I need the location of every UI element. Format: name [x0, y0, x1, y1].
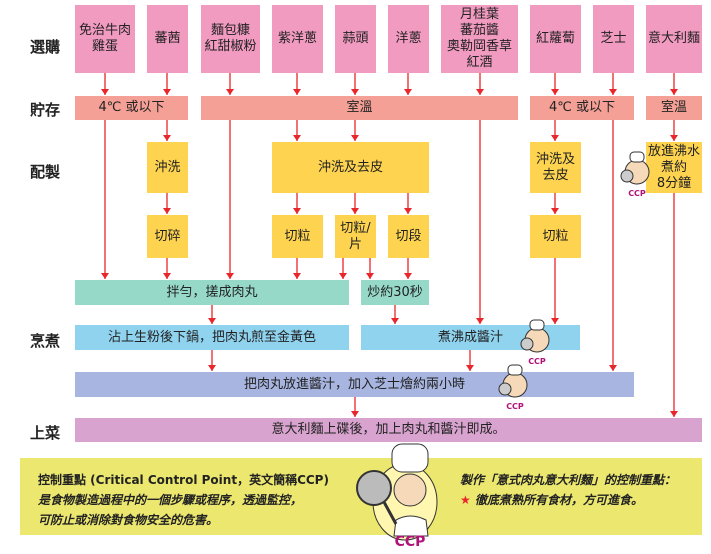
svg-text:CCP: CCP	[528, 357, 546, 366]
row-label-prep: 配製	[30, 163, 61, 181]
svg-text:CCP: CCP	[628, 189, 646, 198]
svg-text:CCP: CCP	[506, 402, 524, 411]
step-stir-fry: 炒約30秒	[361, 280, 429, 305]
ingredient-pasta: 意大利麵	[646, 5, 702, 73]
step-mix-meatballs: 拌勻，搓成肉丸	[75, 280, 349, 305]
prep-rinse-peel: 沖洗及去皮	[272, 142, 429, 193]
ingredient-red-onion: 紫洋蔥	[272, 5, 323, 73]
prep-rinse: 沖洗	[147, 142, 188, 193]
star-icon: ★	[460, 493, 471, 507]
ingredient-onion: 洋蔥	[388, 5, 429, 73]
ccp-info-panel: 控制重點 (Critical Control Point，英文簡稱CCP) 是食…	[20, 458, 702, 535]
ccp-definition-line2: 可防止或消除對食物安全的危害。	[38, 513, 219, 527]
ccp-definition-line1: 是食物製造過程中的一個步驟或程序，透過監控，	[38, 493, 303, 507]
prep-cut-onion: 切段	[388, 215, 429, 258]
step-fry-meatballs: 沾上生粉後下鍋，把肉丸煎至金黃色	[75, 325, 349, 350]
ingredient-breadcrumbs-paprika: 麵包糠 紅甜椒粉	[201, 5, 260, 73]
ccp-recipe-point: ★ 徹底煮熟所有食材，方可進食。	[460, 490, 643, 510]
ccp-point-text: 徹底煮熟所有食材，方可進食。	[474, 493, 643, 507]
prep-dice-carrot: 切粒	[530, 215, 581, 258]
ccp-recipe-title: 製作「意式肉丸意大利麵」的控制重點：	[460, 473, 677, 487]
row-label-cook: 烹煮	[30, 332, 61, 350]
ingredient-beef-egg: 免治牛肉 雞蛋	[75, 5, 135, 73]
prep-rinse-peel-carrot: 沖洗及 去皮	[530, 142, 581, 193]
ccp-chef-icon: CCP	[620, 150, 654, 202]
storage-chilled-2: 4℃ 或以下	[530, 96, 634, 120]
ingredient-carrot: 紅蘿蔔	[530, 5, 581, 73]
row-label-serve: 上菜	[30, 424, 61, 442]
prep-dice-red-onion: 切粒	[272, 215, 323, 258]
step-simmer: 把肉丸放進醬汁，加入芝士燴約兩小時	[75, 372, 634, 397]
step-serve: 意大利麵上碟後，加上肉丸和醬汁即成。	[75, 418, 702, 442]
ccp-chef-large-icon: CCP	[350, 440, 450, 554]
prep-chop: 切碎	[147, 215, 188, 258]
row-label-select: 選購	[30, 38, 61, 56]
svg-text:CCP: CCP	[395, 534, 426, 550]
ingredient-parsley: 蕃茜	[147, 5, 188, 73]
storage-room-temp-2: 室溫	[646, 96, 702, 120]
storage-chilled-1: 4℃ 或以下	[75, 96, 188, 120]
ingredient-sauce-herbs: 月桂葉 蕃茄醬 奧勒岡香草 紅酒	[441, 5, 518, 73]
ccp-chef-icon: CCP	[520, 318, 554, 370]
storage-room-temp-1: 室溫	[201, 96, 518, 120]
prep-boil-pasta: 放進沸水 煮約 8分鐘	[646, 142, 702, 193]
ccp-definition-title: 控制重點 (Critical Control Point，英文簡稱CCP)	[38, 473, 329, 487]
flow-arrows	[101, 73, 678, 417]
ingredient-garlic: 蒜頭	[335, 5, 376, 73]
row-label-store: 貯存	[30, 101, 61, 119]
ccp-chef-icon: CCP	[498, 363, 532, 415]
ingredient-cheese: 芝士	[593, 5, 634, 73]
prep-dice-slice-garlic: 切粒/ 片	[335, 215, 376, 258]
